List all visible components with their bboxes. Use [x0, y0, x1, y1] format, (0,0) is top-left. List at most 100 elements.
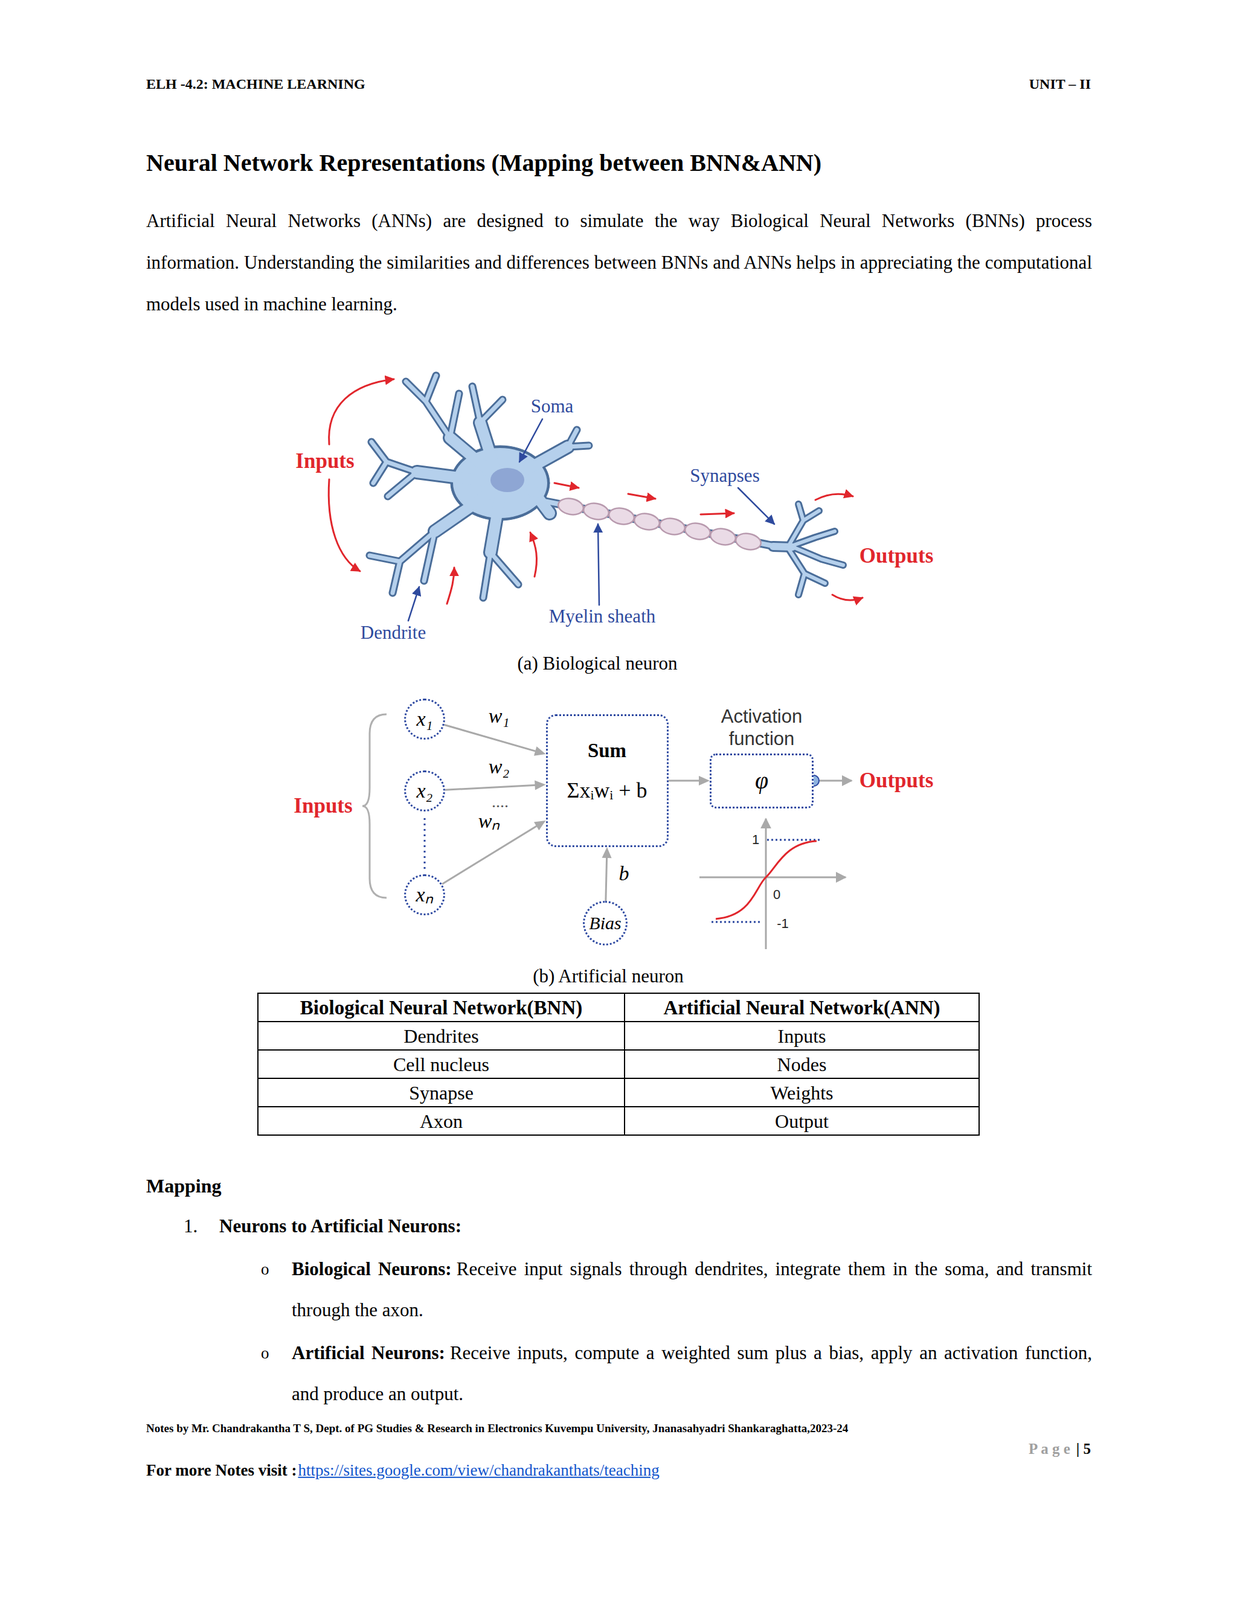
bias-node: Bias [582, 901, 628, 946]
connector [602, 847, 612, 902]
neuron-body [369, 375, 844, 598]
weight-label: wₙ [475, 809, 504, 835]
myelin-sheath [556, 496, 763, 553]
asymptote-line [711, 921, 763, 924]
connector-line [444, 724, 538, 752]
input-label: Inputs [295, 448, 354, 475]
part-label: Dendrite [360, 621, 426, 644]
leader-lines [408, 419, 775, 621]
table-row: Cell nucleusNodes [257, 1050, 980, 1079]
input-symbol: x₁ [416, 707, 434, 731]
input-symbol: x₂ [416, 779, 434, 803]
section-heading: Mapping [146, 1174, 222, 1198]
artificial-neuron-decor [362, 714, 852, 950]
input-label: Inputs [293, 793, 353, 820]
table-cell: Cell nucleus [257, 1050, 625, 1079]
node-content: xₙ [415, 883, 434, 907]
connector [445, 780, 547, 791]
axis-tick: 0 [773, 887, 781, 903]
figure-caption: (a) Biological neuron [517, 652, 678, 675]
weight-label: w₂ [486, 755, 513, 780]
input-brace [362, 714, 387, 899]
footer-link-label: For more Notes visit : [146, 1461, 297, 1481]
axis-tick: 1 [751, 832, 760, 849]
node-content: φ [755, 767, 769, 795]
arrowhead [602, 847, 612, 859]
bullet-paragraph: Biological Neurons:Receive input signals… [291, 1249, 1093, 1332]
activation-symbol: φ [755, 767, 769, 795]
graph-axis [765, 819, 768, 950]
table-body: Biological Neural Network(BNN)Artificial… [257, 993, 980, 1136]
table-cell: Synapse [257, 1078, 625, 1108]
part-label: Soma [530, 395, 574, 418]
weight-label: w₁ [486, 704, 513, 730]
connector-line [668, 780, 702, 783]
part-label: Myelin sheath [549, 605, 656, 628]
graph-axis [699, 877, 846, 879]
bullet-heading: Artificial Neurons: [291, 1342, 446, 1364]
node-content: x₂ [416, 779, 434, 803]
dotted-continuation [424, 818, 426, 870]
arrowhead [533, 820, 547, 831]
table-cell: Inputs [624, 1021, 980, 1051]
arrowhead [533, 746, 547, 756]
table-row: DendritesInputs [257, 1021, 980, 1051]
bullet-heading: Biological Neurons: [291, 1258, 452, 1280]
sigmoid-curve [715, 841, 817, 920]
sum-box: SumΣxᵢwᵢ + b [546, 714, 669, 848]
connector-line [605, 855, 608, 902]
output-label: Outputs [859, 768, 934, 794]
page-number: | 5 [1076, 1440, 1091, 1459]
connector-line [445, 785, 538, 791]
nucleus [490, 468, 525, 493]
connector [668, 776, 711, 786]
box-heading: Sum [587, 739, 627, 763]
output-label: Outputs [859, 543, 934, 569]
axis-tick: -1 [776, 916, 789, 932]
biological-neuron [328, 375, 863, 621]
table-row: Biological Neural Network(BNN)Artificial… [257, 993, 980, 1022]
page-label: P a g e [1028, 1440, 1071, 1459]
list-number: 1. [183, 1215, 198, 1238]
node-content: x₁ [416, 707, 434, 731]
header-course: ELH -4.2: MACHINE LEARNING [146, 75, 366, 94]
page-title: Neural Network Representations (Mapping … [146, 148, 822, 178]
bullet-paragraph: Artificial Neurons:Receive inputs, compu… [291, 1333, 1093, 1416]
mapping-table: Biological Neural Network(BNN)Artificial… [257, 992, 980, 1137]
table-cell: Output [624, 1107, 980, 1136]
input-symbol: xₙ [415, 883, 434, 907]
output-arrow [819, 780, 852, 783]
body-paragraph: Artificial Neural Networks (ANNs) are de… [146, 199, 1093, 325]
table-header: Artificial Neural Network(ANN) [624, 993, 980, 1022]
figure-caption: (b) Artificial neuron [532, 965, 684, 988]
table-cell: Nodes [624, 1050, 980, 1079]
bias-label: b [616, 861, 632, 887]
table-row: AxonOutput [257, 1107, 980, 1136]
arrowhead [534, 780, 546, 791]
table-row: SynapseWeights [257, 1078, 980, 1108]
bullet-mark: o [260, 1259, 270, 1280]
arrowhead [698, 776, 710, 786]
neuron-outline [369, 375, 844, 598]
sum-formula: Σxᵢwᵢ + b [566, 778, 647, 804]
table-cell: Axon [257, 1107, 625, 1136]
connector [444, 724, 547, 756]
input-node: x₁ [404, 698, 446, 740]
table-cell: Dendrites [257, 1021, 625, 1051]
box-heading: Activation function [701, 705, 823, 751]
list-heading: Neurons to Artificial Neurons: [219, 1215, 462, 1238]
input-node: xₙ [404, 874, 446, 916]
signal-arrows [328, 379, 863, 605]
input-node: x₂ [404, 770, 446, 812]
footer-note: Notes by Mr. Chandrakantha T S, Dept. of… [146, 1422, 849, 1437]
activation-box: φActivation function [709, 753, 814, 809]
connector-line [442, 825, 539, 885]
footer-link: https://sites.google.com/view/chandrakan… [297, 1461, 659, 1481]
table-header: Biological Neural Network(BNN) [257, 993, 625, 1022]
node-content: SumΣxᵢwᵢ + b [566, 739, 647, 822]
header-unit: UNIT – II [1029, 75, 1091, 94]
bullet-mark: o [260, 1343, 270, 1364]
bias-text: Bias [588, 913, 621, 935]
table-cell: Weights [624, 1078, 980, 1108]
